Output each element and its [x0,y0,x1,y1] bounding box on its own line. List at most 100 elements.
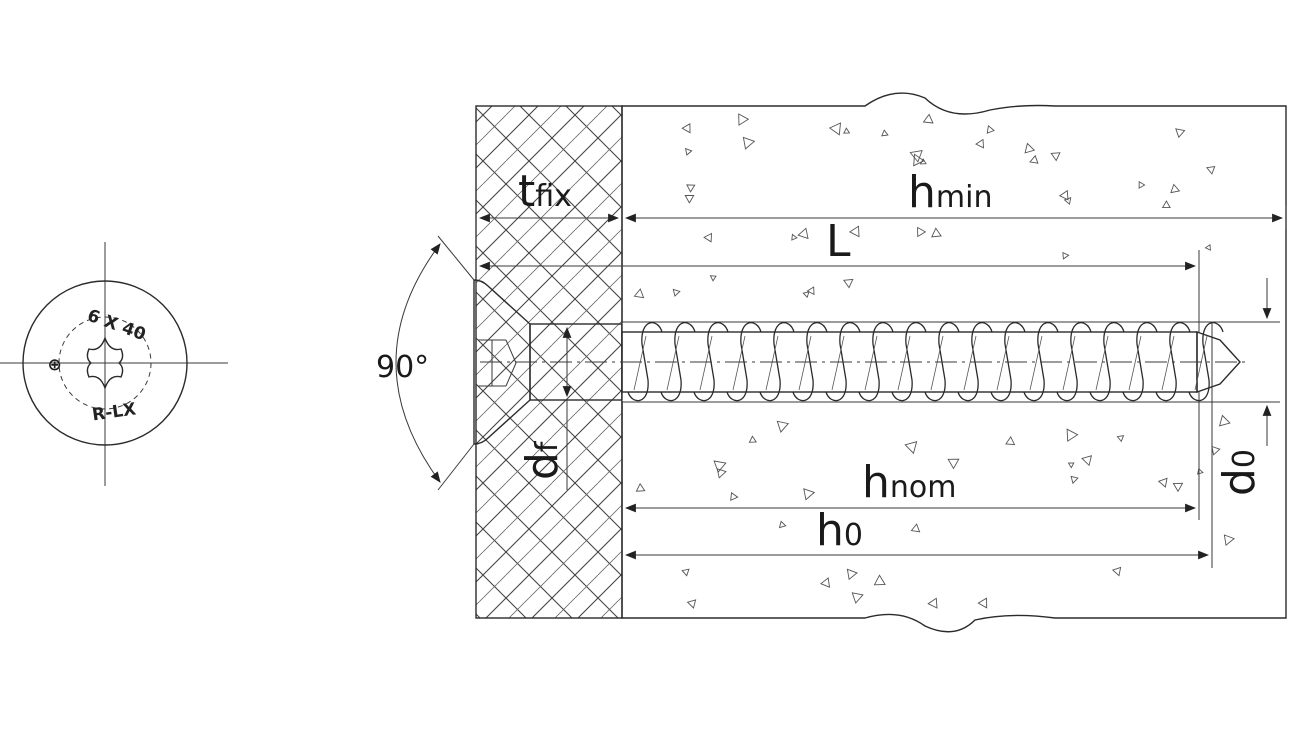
aggregate-particle [1067,462,1075,469]
aggregate-particle [851,592,864,604]
aggregate-particle [1066,428,1079,442]
aggregate-particle [846,568,858,581]
thread-edge [897,335,911,391]
thread-edge [963,335,977,391]
aggregate-particle [1204,243,1211,251]
thread-edge [1062,335,1076,391]
thread-edge [699,335,713,391]
head-outline [22,280,188,446]
label-h0: h0 [816,505,863,556]
aggregate-particle [977,597,988,609]
aggregate-particle [778,520,787,529]
thread-edge [930,335,944,391]
aggregate-particle [713,460,727,473]
aggregate-particle [828,122,842,136]
head-marking-left: ⊕ [45,358,65,372]
head-marking-bottom: R-LX [91,399,137,425]
aggregate-particle [686,599,697,609]
aggregate-particle [806,286,815,296]
aggregate-particle [748,435,758,443]
aggregate-particle [685,147,693,156]
aggregate-particle [703,232,712,243]
head-marking-top: 6 X 40 [85,306,149,346]
thread-edge [1029,335,1043,391]
concrete-base [621,92,1287,633]
aggregate-particle [1024,142,1036,154]
aggregate-particle [910,523,921,533]
screw [473,279,1250,445]
aggregate-particle [730,491,739,502]
thread-edge [765,335,779,391]
dim-angle-arc [395,243,441,483]
thread-edge [864,335,878,391]
thread-flight [1056,322,1092,402]
aggregate-particle [1050,152,1061,162]
thread-edge [798,335,812,391]
screw-head-view: 6 X 40 ⊕ R-LX [0,242,228,486]
aggregate-particle [1172,482,1184,493]
aggregate-particle [686,184,696,193]
concrete-aggregate [633,113,1235,609]
aggregate-particle [791,233,798,241]
aggregate-particle [1062,251,1070,260]
label-df: df [517,440,568,480]
aggregate-particle [849,225,860,238]
label-hmin: hmin [908,167,992,218]
aggregate-particle [922,113,934,124]
label-L: L [826,216,851,267]
aggregate-particle [1111,566,1122,577]
aggregate-particle [1029,154,1039,164]
aggregate-particle [975,138,984,149]
dimension-labels: 90° tfix hmin L df hnom h0 d0 [376,166,1265,556]
aggregate-particle [738,113,750,126]
aggregate-particle [1157,477,1168,488]
aggregate-particle [881,129,889,137]
aggregate-particle [904,441,918,455]
aggregate-particle [947,458,960,470]
aggregate-particle [709,275,717,282]
thread-flight [1089,322,1125,402]
aggregate-particle [909,150,923,163]
aggregate-particle [873,574,886,586]
aggregate-particle [843,127,851,134]
aggregate-particle [927,597,938,609]
aggregate-particle [1138,181,1146,189]
aggregate-particle [1211,445,1221,456]
thread-edge [1161,335,1175,391]
aggregate-particle [803,488,816,501]
thread-edge [831,335,845,391]
aggregate-particle [672,288,681,297]
thread-flight [627,322,663,402]
aggregate-particle [635,482,646,492]
dimension-lines [395,205,1287,568]
thread-edge [666,335,680,391]
aggregate-particle [684,194,695,204]
aggregate-particle [842,278,854,289]
aggregate-particle [1005,436,1016,446]
torx-drive-icon [86,335,124,391]
aggregate-particle [742,136,756,150]
aggregate-particle [1063,197,1072,206]
label-angle: 90° [376,350,429,385]
thread-edge [633,335,647,391]
aggregate-particle [931,227,942,238]
thread-edge [1194,335,1208,391]
aggregate-particle [633,288,645,299]
aggregate-particle [1070,475,1079,485]
aggregate-particle [820,577,831,588]
aggregate-particle [1161,200,1171,209]
aggregate-particle [1218,414,1231,427]
aggregate-particle [913,153,925,167]
aggregate-particle [1196,467,1204,475]
aggregate-particle [681,568,690,577]
thread-edge [996,335,1010,391]
thread-flight [660,322,696,402]
thread-edge [1095,335,1109,391]
label-d0: d0 [1214,449,1265,496]
aggregate-particle [986,124,995,134]
head-inner-ring [58,316,152,410]
aggregate-particle [1223,534,1235,547]
aggregate-particle [1116,435,1125,443]
aggregate-particle [1081,455,1093,467]
